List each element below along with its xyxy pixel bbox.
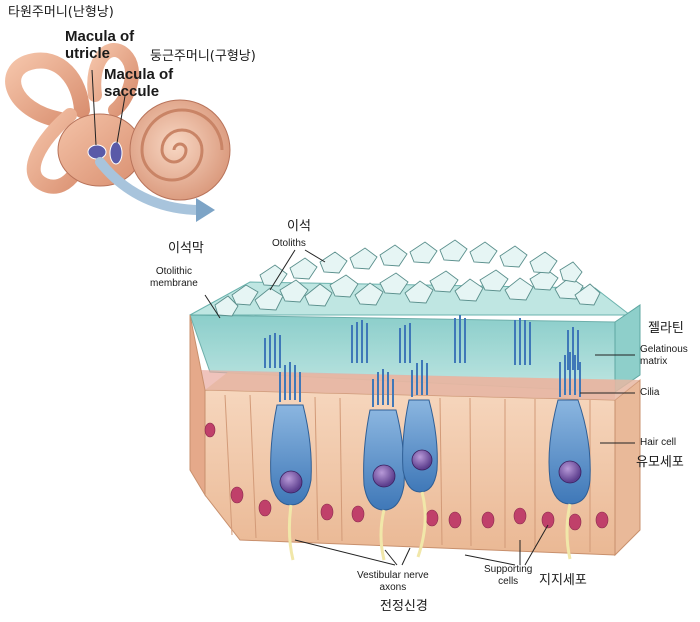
macula-utricle-line2: utricle [65, 45, 111, 63]
nerve-line1: Vestibular nerve [357, 570, 429, 581]
utricle-pointer [91, 69, 97, 146]
supporting-line1: Supporting [484, 564, 533, 575]
hair-cell-label: Hair cell [640, 437, 677, 448]
saccule-pointer [116, 95, 126, 144]
gelatinous-line2: matrix [640, 355, 668, 367]
leader-lines [204, 249, 635, 566]
hair-cells [270, 352, 591, 561]
utricle-korean-label: 타원주머니(난형낭) [8, 5, 114, 20]
membrane-label: Otolithic membrane [150, 266, 198, 289]
supporting-line2: cells [498, 575, 519, 587]
saccule-korean-label: 둥근주머니(구형낭) [150, 49, 256, 64]
hair-cell-korean-label: 유모세포 [636, 455, 684, 470]
supporting-cell-nuclei [204, 422, 609, 531]
inner-ear [5, 43, 231, 222]
macula-saccule-line1: Macula of [104, 66, 174, 83]
background-cilia [264, 315, 579, 370]
vestibular-nerve-label: Vestibular nerve axons [357, 570, 429, 593]
macula-block [189, 239, 641, 561]
macula-utricle-line1: Macula of [65, 28, 135, 45]
gelatin-korean-label: 젤라틴 [648, 321, 684, 336]
gelatinous-line1: Gelatinous [640, 344, 688, 355]
membrane-line2: membrane [150, 277, 198, 289]
supporting-cells-label: Supporting cells [484, 564, 532, 587]
gelatinous-matrix-label: Gelatinous matrix [640, 344, 688, 367]
callout-arrow [95, 157, 205, 215]
macula-utricle-label: Macula of utricle [65, 28, 134, 63]
otoliths-korean-label: 이석 [287, 219, 311, 234]
macula-saccule-label: Macula of saccule [104, 66, 173, 101]
supporting-korean-label: 지지세포 [539, 573, 587, 588]
otoliths-label: Otoliths [272, 238, 306, 249]
callout-arrowhead [196, 198, 215, 222]
macula-saccule-line2: saccule [104, 83, 160, 101]
cilia-label: Cilia [640, 387, 660, 398]
nerve-line2: axons [379, 581, 407, 593]
nerve-korean-label: 전정신경 [380, 599, 428, 614]
membrane-line1: Otolithic [155, 266, 192, 277]
otoliths [214, 239, 601, 317]
supporting-cell-walls [224, 394, 591, 552]
membrane-korean-label: 이석막 [168, 241, 204, 256]
